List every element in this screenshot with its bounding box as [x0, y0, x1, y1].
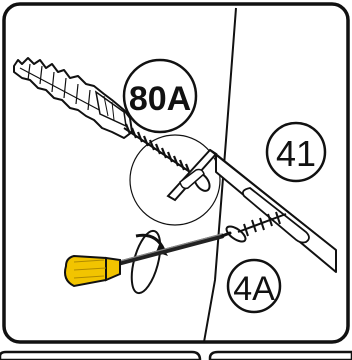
part-label-4a-text: 4A	[233, 270, 275, 308]
part-label-41-text: 41	[276, 133, 316, 174]
part-label-80a: 80A	[124, 60, 196, 132]
part-label-4a: 4A	[228, 260, 280, 312]
next-panel-right-edge	[210, 352, 352, 360]
next-panel-left-edge	[0, 352, 200, 360]
part-label-80a-text: 80A	[129, 80, 191, 118]
part-label-41: 41	[267, 123, 325, 181]
